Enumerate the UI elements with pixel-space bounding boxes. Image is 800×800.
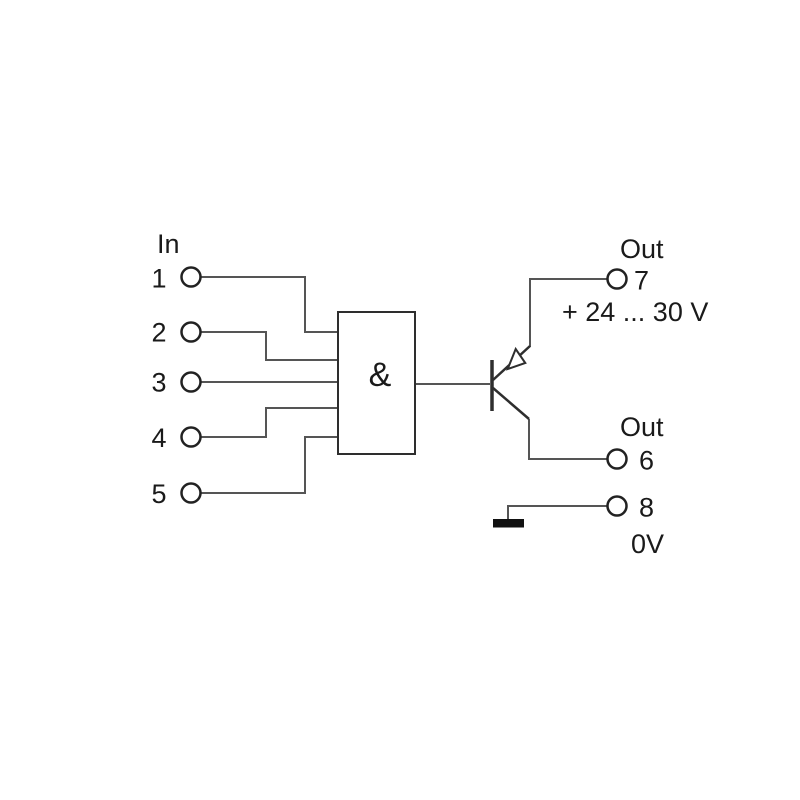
wire-input-1 [201,276,337,333]
wire-input-4 [201,407,337,438]
terminal-circle-out-6 [606,448,628,470]
terminal-circle-out-7 [606,268,628,290]
terminal-label-1: 1 [151,264,166,294]
terminal-circle-in-5 [180,482,202,504]
labels: In 1 2 3 4 5 & Out 7 + 24 ... 30 V Out 6… [151,229,708,559]
terminal-circle-ref-8 [606,495,628,517]
and-gate-box [337,311,416,455]
terminal-circle-in-3 [180,371,202,393]
terminal-label-3: 3 [151,368,166,398]
transistor-collector-line [492,387,530,420]
terminal-label-5: 5 [151,479,166,509]
wire-input-2 [201,331,337,361]
transistor-emitter-arrow-icon [505,346,527,371]
ground-icon [493,519,524,528]
out6-section-label: Out [620,412,664,442]
terminal-label-6: 6 [639,446,654,476]
zero-volt-annotation: 0V [631,529,664,559]
voltage-annotation-24-30v: + 24 ... 30 V [562,297,708,327]
wire-out7-to-emitter [529,278,607,347]
wire-out6-to-collector [528,419,607,460]
wire-ref8-to-ground [507,505,607,519]
wire-input-5 [201,436,337,494]
terminal-label-7: 7 [634,266,649,296]
terminal-label-4: 4 [151,423,166,453]
and-gate [337,311,416,455]
transistor [490,345,531,420]
terminal-label-2: 2 [151,318,166,348]
wires [201,276,607,519]
terminal-circle-in-2 [180,321,202,343]
terminal-circle-in-1 [180,266,202,288]
terminal-circles [180,266,628,517]
and-gate-symbol: & [369,356,392,394]
terminal-label-8: 8 [639,493,654,523]
out7-section-label: Out [620,234,664,264]
input-section-label: In [157,229,180,259]
terminal-circle-in-4 [180,426,202,448]
